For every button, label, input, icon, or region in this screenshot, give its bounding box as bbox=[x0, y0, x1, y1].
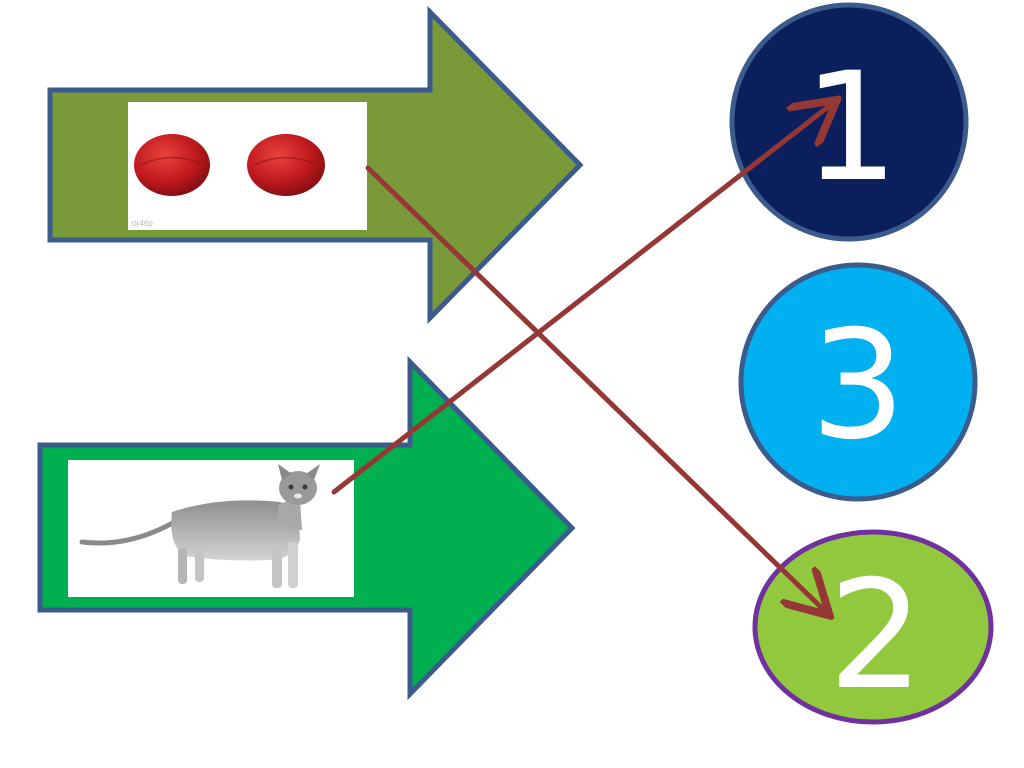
cat-icon bbox=[79, 464, 320, 588]
number-three: 3 bbox=[738, 262, 978, 502]
match-arrow-balls-to-two bbox=[365, 165, 826, 612]
two-balls-picture: clr46p bbox=[128, 102, 367, 230]
number-one-label: 1 bbox=[803, 41, 898, 215]
rugby-ball-left bbox=[134, 134, 210, 196]
number-three-label: 3 bbox=[810, 299, 905, 473]
number-two-label: 2 bbox=[828, 549, 923, 723]
number-two: 2 bbox=[752, 529, 994, 725]
match-arrow-cat-to-one bbox=[331, 103, 833, 495]
image-watermark: clr46p bbox=[131, 219, 153, 228]
cat-picture bbox=[68, 460, 354, 597]
rugby-ball-right bbox=[247, 134, 325, 196]
number-one: 1 bbox=[729, 2, 969, 242]
